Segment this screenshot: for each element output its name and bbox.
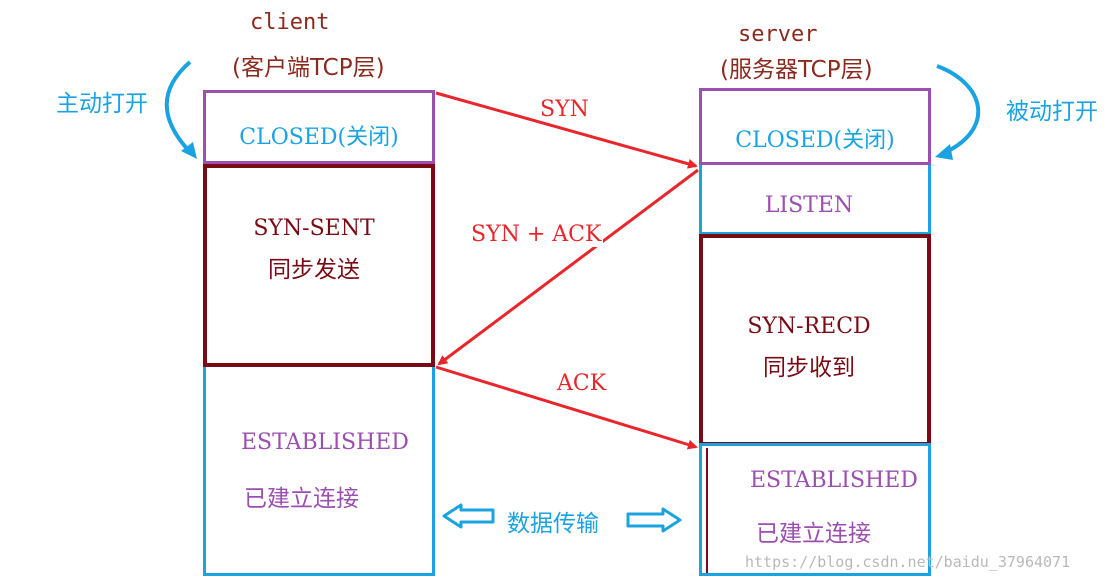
server-name: server bbox=[738, 22, 818, 47]
client-name: client bbox=[250, 10, 330, 35]
server-listen-label: LISTEN bbox=[764, 193, 854, 218]
transfer-right-arrow-icon bbox=[626, 507, 682, 533]
client-layer-label: (客户端TCP层) bbox=[232, 55, 385, 81]
server-listen-state: LISTEN bbox=[699, 165, 931, 235]
syn-label: SYN bbox=[540, 97, 589, 122]
passive-open-curve-icon bbox=[936, 64, 981, 154]
client-syn-sent-label: SYN-SENT bbox=[253, 216, 375, 241]
client-established-label: ESTABLISHED bbox=[241, 430, 409, 455]
client-established-cn-label: 已建立连接 bbox=[244, 486, 359, 512]
active-open-curve-icon bbox=[164, 60, 192, 154]
server-established-label: ESTABLISHED bbox=[750, 468, 918, 493]
transfer-left-arrow-icon bbox=[442, 503, 495, 529]
server-layer-label: (服务器TCP层) bbox=[720, 57, 873, 83]
server-established-cn-label: 已建立连接 bbox=[756, 521, 871, 547]
syn-ack-arrow bbox=[437, 168, 699, 366]
client-closed-state: CLOSED(关闭) bbox=[203, 90, 435, 164]
syn-arrow bbox=[435, 91, 698, 169]
client-syn-sent-cn-label: 同步发送 bbox=[268, 257, 360, 283]
client-closed-label: CLOSED(关闭) bbox=[239, 125, 399, 150]
server-closed-label: CLOSED(关闭) bbox=[735, 128, 895, 153]
data-transfer-label: 数据传输 bbox=[507, 511, 599, 537]
server-established-state: ESTABLISHED 已建立连接 bbox=[699, 443, 931, 576]
client-syn-sent-state: SYN-SENT 同步发送 bbox=[203, 164, 435, 367]
ack-label: ACK bbox=[557, 371, 607, 396]
server-syn-recd-label: SYN-RECD bbox=[747, 314, 871, 339]
server-closed-state: CLOSED(关闭) bbox=[699, 88, 931, 165]
passive-open-label: 被动打开 bbox=[1006, 99, 1098, 125]
server-established-inner bbox=[706, 448, 927, 573]
syn-ack-label: SYN + ACK bbox=[469, 222, 604, 247]
watermark: https://blog.csdn.net/baidu_37964071 bbox=[745, 553, 1071, 571]
active-open-label: 主动打开 bbox=[56, 91, 148, 117]
server-syn-recd-state: SYN-RECD 同步收到 bbox=[699, 234, 931, 446]
server-syn-recd-cn-label: 同步收到 bbox=[763, 355, 855, 381]
ack-arrow bbox=[435, 365, 698, 450]
